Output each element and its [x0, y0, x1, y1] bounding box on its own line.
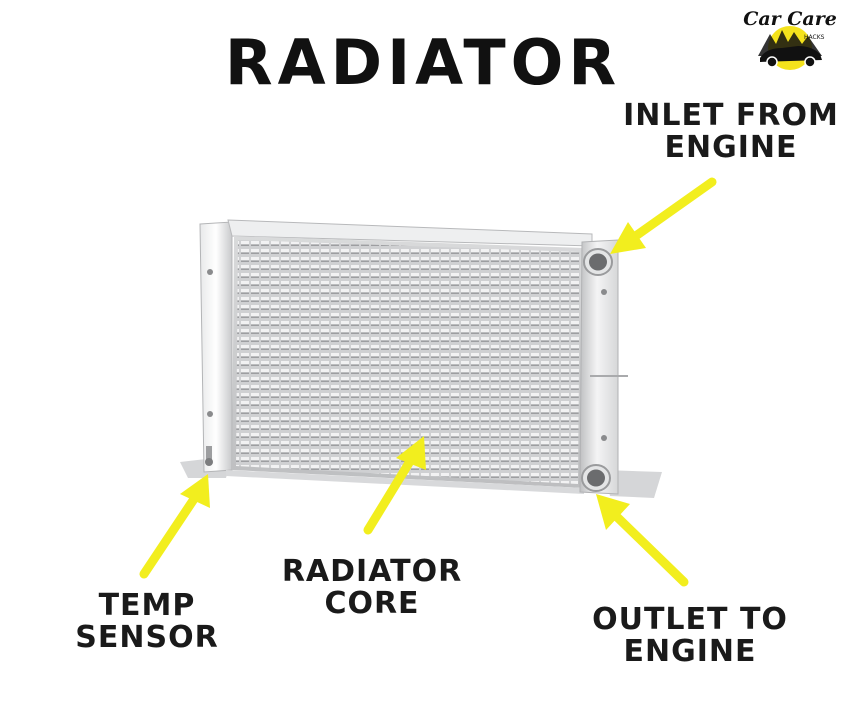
logo-subtext: HACKS: [804, 34, 825, 41]
outlet-label: OUTLET TO ENGINE: [590, 604, 790, 667]
inlet-pipe-opening: [589, 253, 607, 271]
core-label-line1: RADIATOR: [281, 554, 463, 589]
temp-sensor-label: TEMP SENSOR: [62, 590, 232, 653]
core-arrow-head: [396, 436, 426, 470]
temp-arrow-shaft: [139, 491, 201, 579]
inlet-arrow-head: [610, 222, 646, 254]
core-arrow-shaft: [363, 453, 417, 535]
logo-car-wheel-front: [766, 56, 778, 68]
callout-arrows: [139, 177, 717, 587]
logo-car-wheel-rear: [804, 56, 816, 68]
outlet-pipe-opening: [587, 469, 605, 487]
temp-sensor-tip: [205, 458, 213, 466]
outlet-arrow-shaft: [609, 509, 689, 587]
core-label: RADIATOR CORE: [272, 556, 472, 619]
inlet-label: INLET FROM ENGINE: [618, 100, 844, 163]
bolt: [601, 289, 607, 295]
bottom-rail: [226, 470, 584, 494]
outlet-arrow-head: [596, 494, 630, 530]
logo-car-graphic: [758, 26, 822, 70]
inlet-label-line2: ENGINE: [664, 129, 798, 165]
inlet-label-line1: INLET FROM: [623, 98, 839, 133]
right-tank: [579, 239, 619, 495]
temp-arrow-head: [180, 474, 210, 508]
inlet-arrow-shaft: [625, 177, 717, 245]
radiator-core-fins: [236, 240, 580, 484]
left-tank: [199, 221, 233, 473]
bolt: [207, 411, 213, 417]
bolt: [601, 435, 607, 441]
core-label-line2: CORE: [324, 585, 420, 621]
bolt: [207, 269, 213, 275]
temp-label-line2: SENSOR: [75, 619, 219, 655]
temp-sensor: [206, 446, 212, 462]
temp-label-line1: TEMP: [98, 588, 196, 623]
outlet-label-line2: ENGINE: [623, 633, 757, 669]
car-care-hacks-logo: Car Care HACKS: [742, 4, 838, 74]
diagram-title: RADIATOR: [224, 26, 622, 99]
logo-text: Car Care: [743, 8, 837, 30]
outlet-label-line1: OUTLET TO: [592, 602, 788, 637]
